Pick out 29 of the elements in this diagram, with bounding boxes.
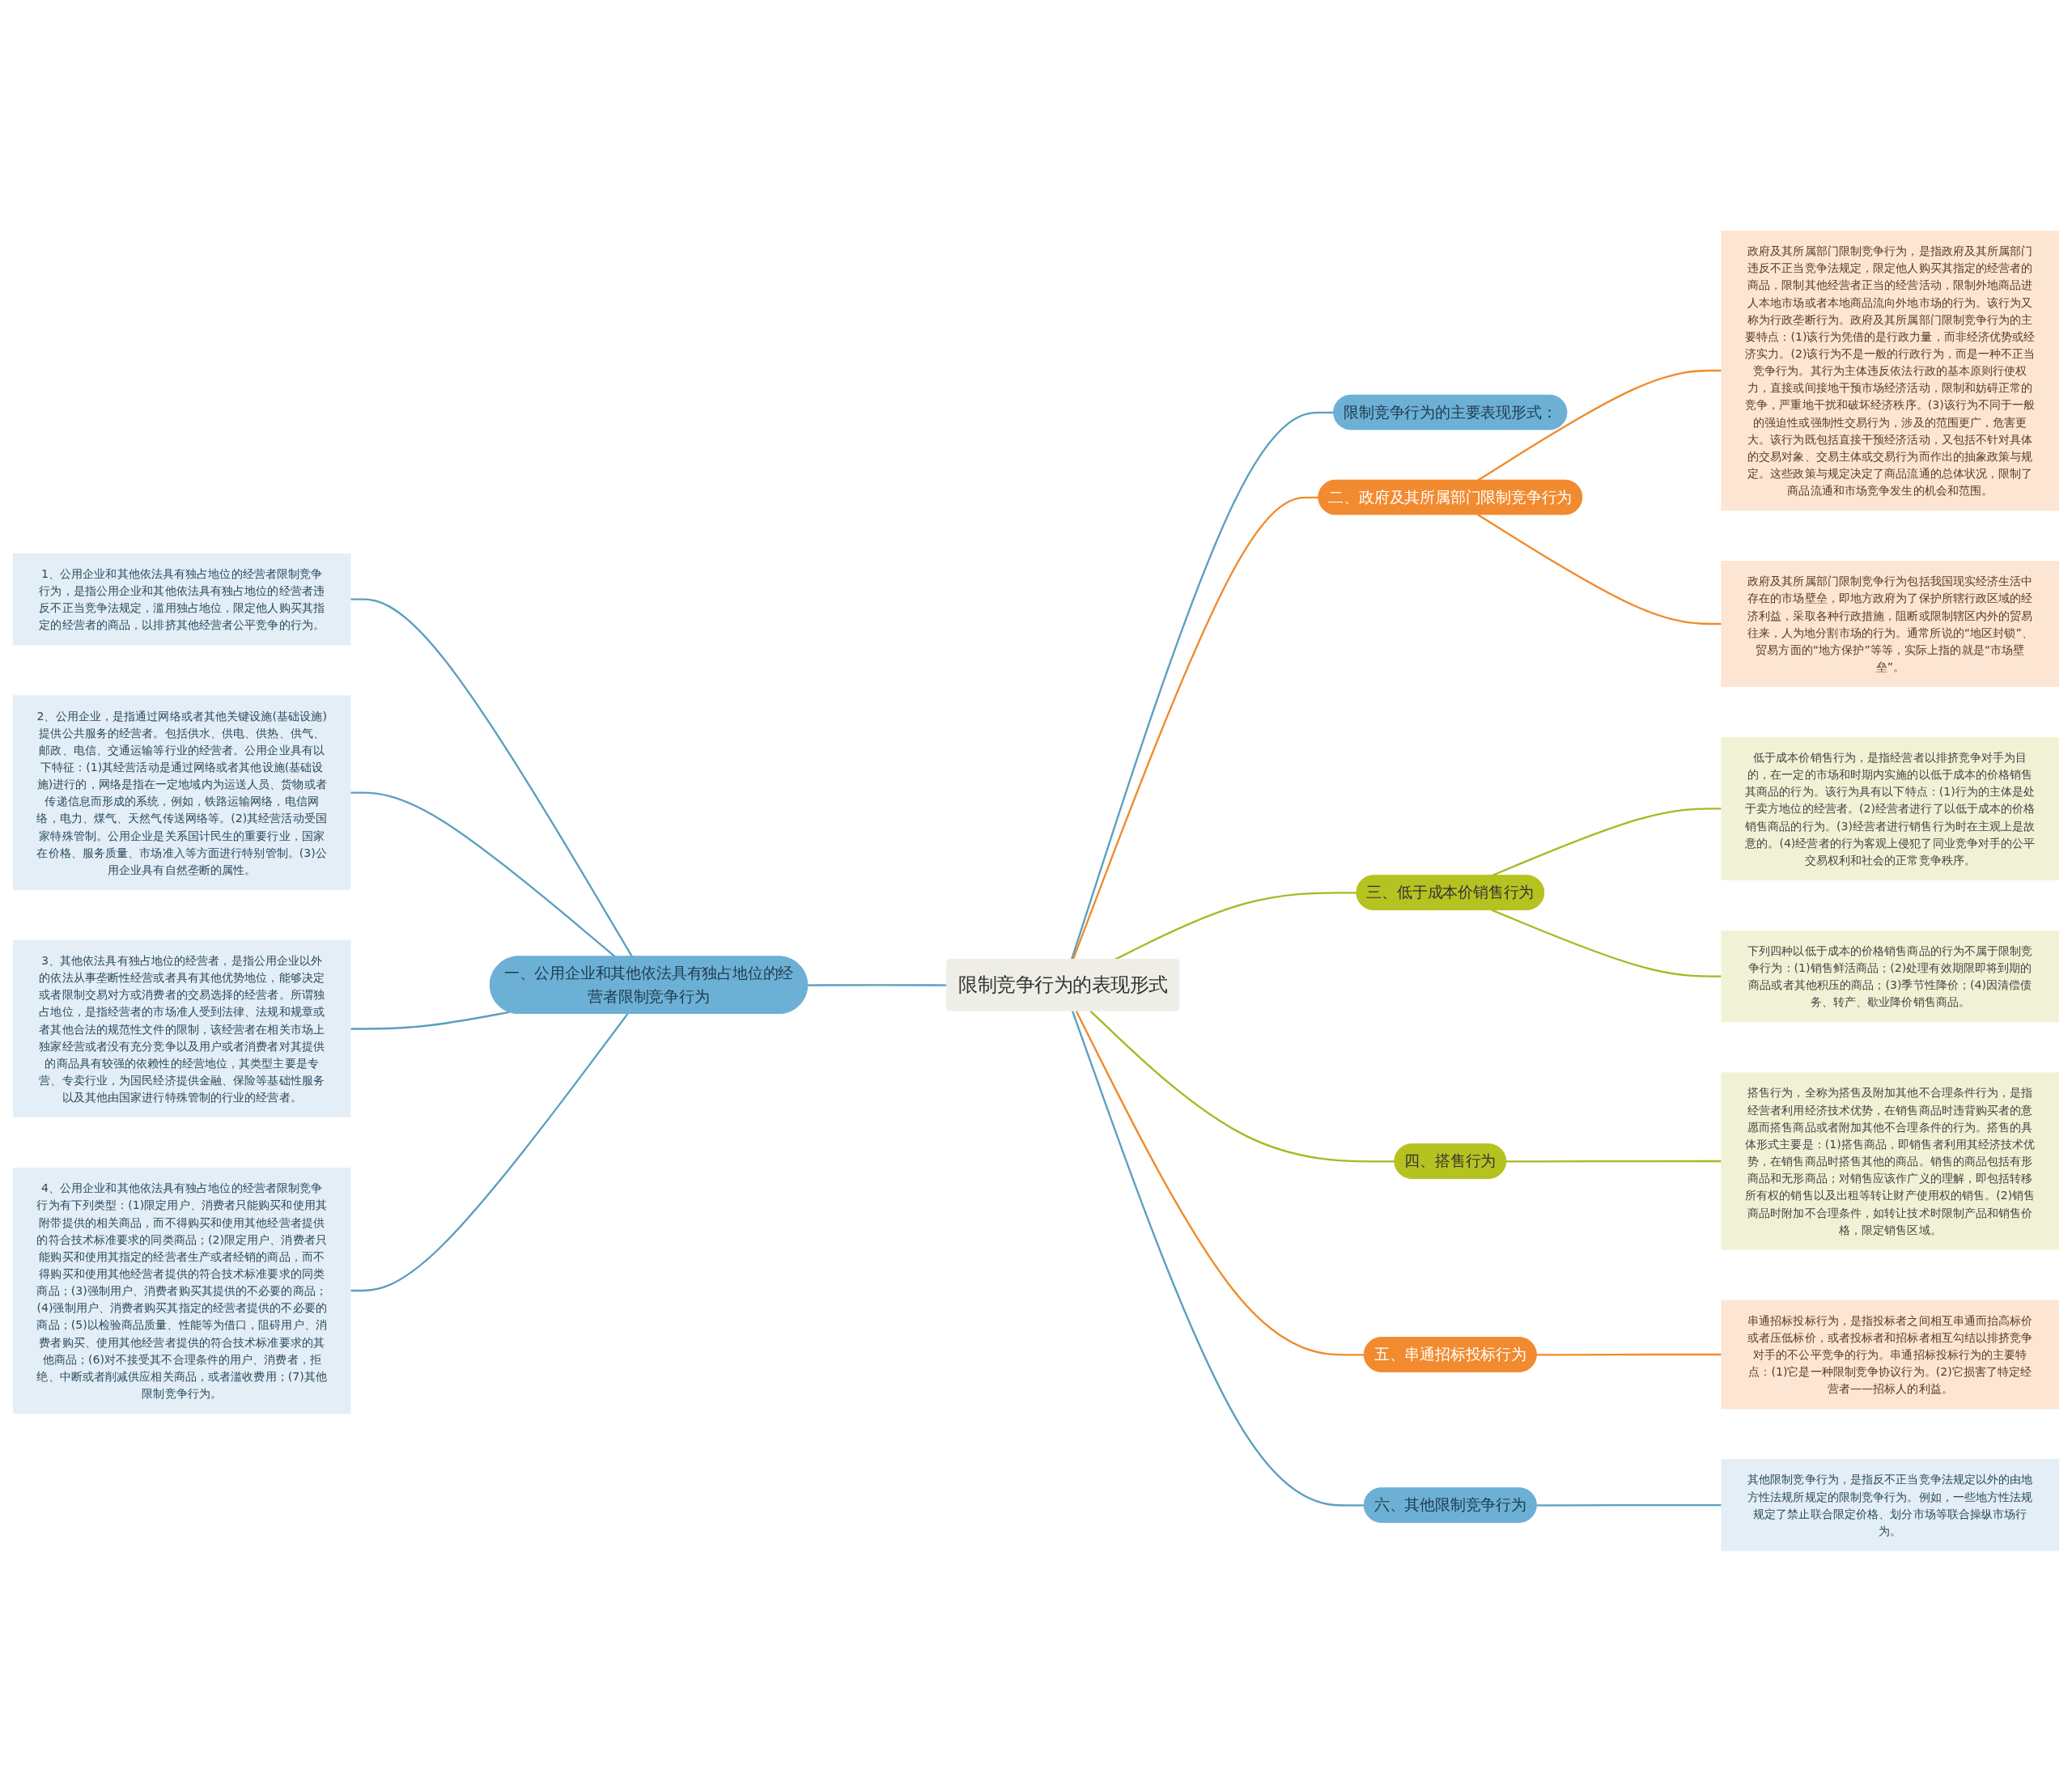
- node-box: [12, 1167, 351, 1414]
- connector: [350, 1011, 510, 1030]
- connector: [1491, 807, 1722, 876]
- connector: [1536, 1353, 1722, 1356]
- connector: [1477, 369, 1722, 481]
- node-box: [12, 695, 351, 890]
- connector: [1075, 1010, 1365, 1356]
- connector: [1505, 1160, 1722, 1163]
- connector: [1114, 891, 1357, 960]
- node-box: [1721, 930, 2060, 1023]
- node-box: [1721, 1458, 2060, 1551]
- connector: [1070, 411, 1335, 960]
- node-box: [12, 553, 351, 646]
- connector: [807, 983, 948, 986]
- connector: [350, 1012, 629, 1291]
- connector: [1477, 513, 1722, 625]
- connector: [350, 598, 634, 957]
- connector: [1491, 909, 1722, 977]
- connector: [1089, 1010, 1395, 1163]
- node-box: [1721, 560, 2060, 687]
- node-box: [1721, 1071, 2060, 1250]
- connector: [1072, 496, 1319, 960]
- connector: [1071, 1010, 1365, 1507]
- node-box: [1721, 230, 2060, 511]
- node-box: [1721, 1300, 2060, 1409]
- node-box: [1721, 736, 2060, 880]
- connector: [350, 791, 616, 957]
- node-box: [12, 939, 351, 1117]
- connector: [1536, 1503, 1722, 1507]
